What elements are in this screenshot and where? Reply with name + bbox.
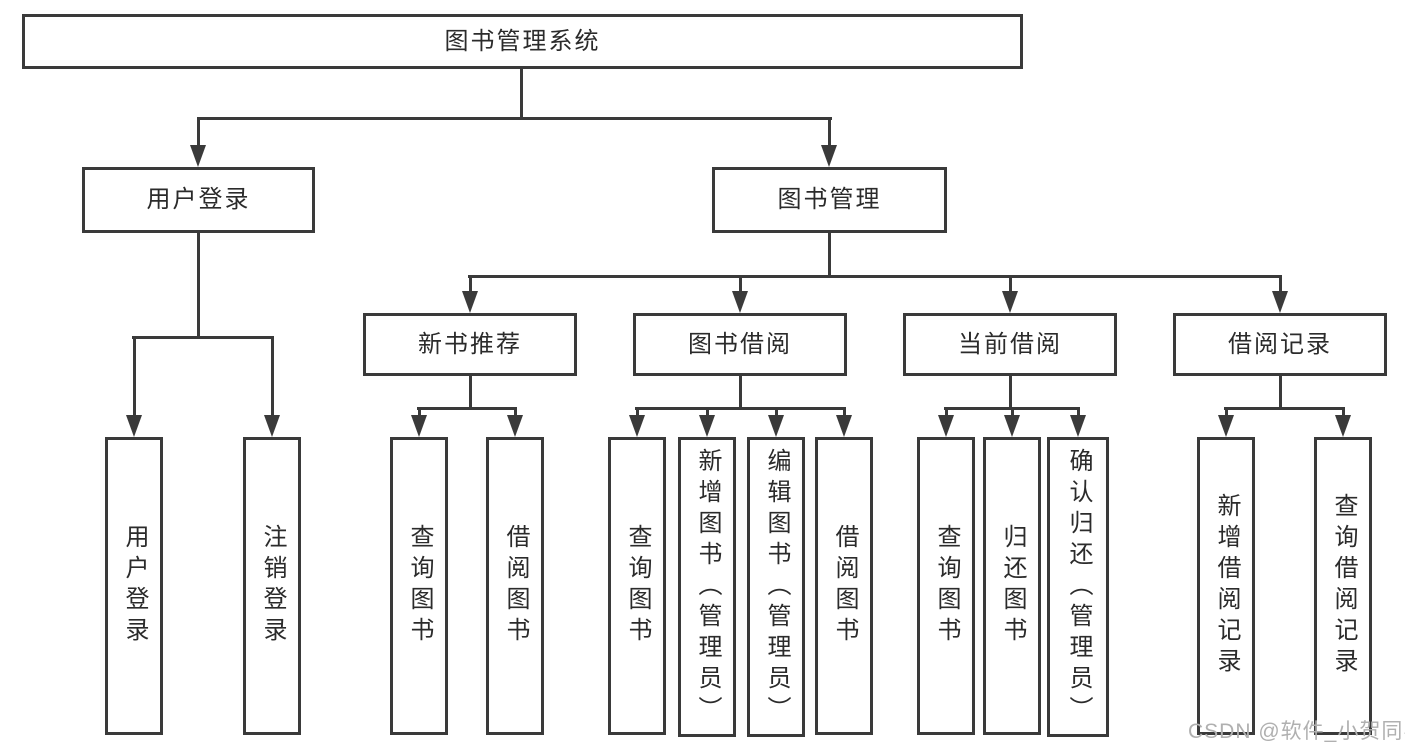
arrow-down-icon [1004, 415, 1020, 437]
leaf-query-borrow-record: 查询借阅记录 [1314, 437, 1372, 735]
node-label: 确认归还（管理员） [1065, 447, 1092, 727]
connector-hline [417, 407, 517, 410]
connector-vline [739, 376, 742, 409]
connector-vline [1011, 407, 1014, 416]
connector-vline [514, 407, 517, 416]
connector-vline [775, 407, 778, 416]
node-label: 借阅图书 [831, 524, 858, 648]
leaf-user-login: 用户登录 [105, 437, 163, 735]
node-label: 编辑图书（管理员） [763, 447, 790, 727]
node-library-management-system: 图书管理系统 [22, 14, 1023, 69]
arrow-down-icon [836, 415, 852, 437]
connector-vline [197, 233, 200, 338]
node-label: 图书管理系统 [444, 27, 601, 55]
arrow-down-icon [190, 145, 206, 167]
node-label: 归还图书 [999, 524, 1026, 648]
node-label: 借阅记录 [1228, 330, 1332, 358]
leaf-logout-login: 注销登录 [243, 437, 301, 735]
leaf-return-books: 归还图书 [983, 437, 1041, 735]
connector-vline [1009, 376, 1012, 409]
connector-vline [1077, 407, 1080, 416]
connector-vline [271, 336, 274, 416]
connector-vline [843, 407, 846, 416]
connector-vline [133, 336, 136, 416]
connector-vline [469, 376, 472, 409]
connector-vline [828, 117, 831, 146]
arrow-down-icon [1335, 415, 1351, 437]
node-new-book-recommendation: 新书推荐 [363, 313, 577, 376]
leaf-add-borrow-record: 新增借阅记录 [1197, 437, 1255, 735]
node-borrowing-records: 借阅记录 [1173, 313, 1387, 376]
leaf-borrow-books-recommend: 借阅图书 [486, 437, 544, 735]
leaf-query-books-current: 查询图书 [917, 437, 975, 735]
node-label: 新增图书（管理员） [694, 447, 721, 727]
node-label: 借阅图书 [502, 524, 529, 648]
node-label: 新增借阅记录 [1213, 493, 1240, 679]
node-label: 查询图书 [624, 524, 651, 648]
node-label: 图书借阅 [688, 330, 792, 358]
connector-vline [945, 407, 948, 416]
connector-hline [1224, 407, 1345, 410]
leaf-add-books-admin: 新增图书（管理员） [678, 437, 736, 737]
node-current-borrowing: 当前借阅 [903, 313, 1117, 376]
connector-hline [197, 117, 832, 120]
node-label: 查询图书 [406, 524, 433, 648]
node-label: 查询借阅记录 [1330, 493, 1357, 679]
arrow-down-icon [768, 415, 784, 437]
node-label: 新书推荐 [418, 330, 522, 358]
connector-vline [706, 407, 709, 416]
leaf-borrow-books-borrowing: 借阅图书 [815, 437, 873, 735]
connector-vline [197, 117, 200, 146]
arrow-down-icon [411, 415, 427, 437]
connector-vline [1009, 275, 1012, 292]
connector-vline [1279, 275, 1282, 292]
arrow-down-icon [821, 145, 837, 167]
node-book-management: 图书管理 [712, 167, 947, 233]
connector-vline [739, 275, 742, 292]
connector-vline [469, 275, 472, 292]
node-label: 查询图书 [933, 524, 960, 648]
connector-hline [635, 407, 846, 410]
arrow-down-icon [264, 415, 280, 437]
node-label: 当前借阅 [958, 330, 1062, 358]
arrow-down-icon [1272, 291, 1288, 313]
connector-vline [418, 407, 421, 416]
node-label: 用户登录 [121, 524, 148, 648]
arrow-down-icon [699, 415, 715, 437]
arrow-down-icon [629, 415, 645, 437]
arrow-down-icon [507, 415, 523, 437]
leaf-query-books-recommend: 查询图书 [390, 437, 448, 735]
arrow-down-icon [462, 291, 478, 313]
connector-hline [468, 275, 1282, 278]
arrow-down-icon [938, 415, 954, 437]
node-user-login: 用户登录 [82, 167, 315, 233]
leaf-edit-books-admin: 编辑图书（管理员） [747, 437, 805, 737]
connector-vline [1342, 407, 1345, 416]
leaf-query-books-borrowing: 查询图书 [608, 437, 666, 735]
connector-vline [520, 69, 523, 119]
csdn-watermark: CSDN @软件_小贺同学 [1188, 720, 1405, 743]
node-label: 注销登录 [259, 524, 286, 648]
arrow-down-icon [1070, 415, 1086, 437]
arrow-down-icon [1002, 291, 1018, 313]
leaf-confirm-return-admin: 确认归还（管理员） [1047, 437, 1109, 737]
node-label: 用户登录 [146, 186, 251, 213]
arrow-down-icon [1218, 415, 1234, 437]
connector-vline [1225, 407, 1228, 416]
node-book-borrowing: 图书借阅 [633, 313, 847, 376]
arrow-down-icon [732, 291, 748, 313]
connector-vline [1279, 376, 1282, 409]
arrow-down-icon [126, 415, 142, 437]
node-label: 图书管理 [777, 186, 882, 213]
connector-hline [132, 336, 274, 339]
connector-vline [636, 407, 639, 416]
connector-vline [828, 233, 831, 276]
